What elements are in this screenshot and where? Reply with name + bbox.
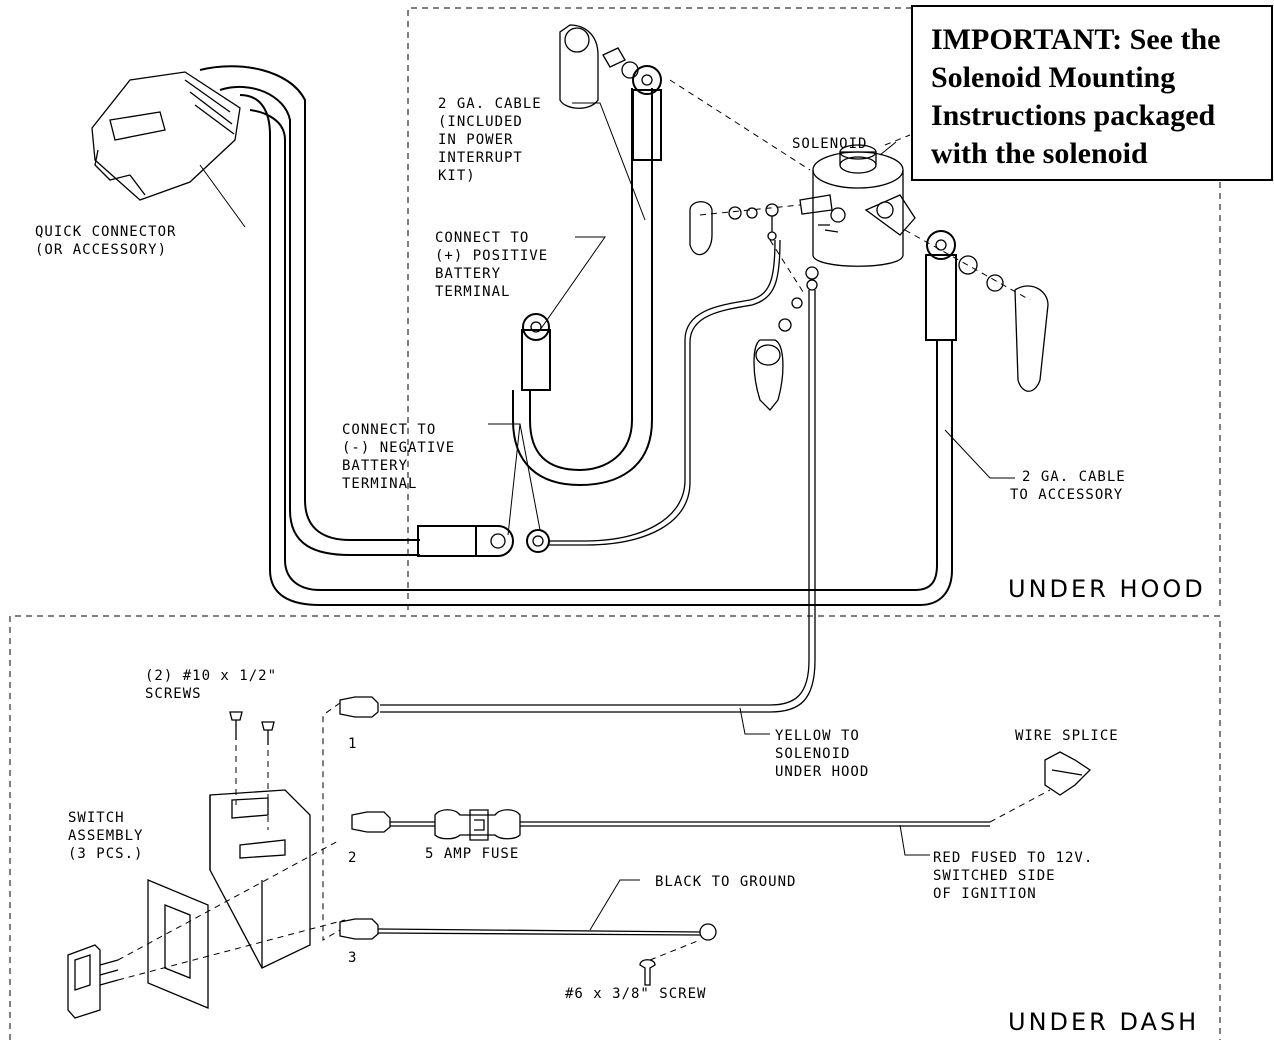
- switch-bezel-icon: [147, 879, 209, 1009]
- accessory-cable-lug: [925, 230, 1049, 392]
- cable-included-line1: 2 GA. CABLE: [438, 96, 542, 112]
- important-note-text: IMPORTANT: See the Solenoid Mounting Ins…: [931, 23, 1221, 170]
- red-line3: OF IGNITION: [933, 886, 1037, 902]
- positive-line2: (+) POSITIVE: [435, 248, 548, 264]
- yellow-wire: [380, 279, 818, 713]
- solenoid-icon: [799, 144, 916, 267]
- terminal-number-1: 1: [348, 736, 357, 752]
- accessory-cable-loops: [199, 65, 953, 606]
- terminal-3: [339, 918, 717, 941]
- ground-ring-terminal: [526, 239, 781, 553]
- terminal-number-2: 2: [348, 850, 357, 866]
- under-hood-zone-border: [407, 7, 1221, 610]
- screw6-label: #6 x 3/8" SCREW: [565, 986, 706, 1002]
- red-line2: SWITCHED SIDE: [933, 868, 1056, 884]
- positive-line4: TERMINAL: [435, 284, 510, 300]
- yellow-line3: UNDER HOOD: [775, 764, 869, 780]
- negative-line4: TERMINAL: [342, 476, 417, 492]
- terminal-boot-top: [559, 24, 639, 109]
- terminal-2: [351, 811, 435, 833]
- black-label: BLACK TO GROUND: [655, 874, 796, 890]
- screws-line1: (2) #10 x 1/2": [145, 668, 277, 684]
- cable-included-line5: KIT): [438, 168, 476, 184]
- cable-included-line4: INTERRUPT: [438, 150, 523, 166]
- cable-included-line2: (INCLUDED: [438, 114, 523, 130]
- positive-line3: BATTERY: [435, 266, 501, 282]
- solenoid-label: SOLENOID: [792, 136, 867, 152]
- leader-lines: [199, 102, 1015, 931]
- switch-line3: (3 PCS.): [68, 846, 143, 862]
- screws-icon: [229, 711, 275, 830]
- yellow-line2: SOLENOID: [775, 746, 850, 762]
- switch-assembly-guides: [117, 839, 346, 981]
- negative-terminal-lug: [417, 525, 514, 557]
- under-dash-zone-border: [9, 615, 1221, 1040]
- fuse-icon: [434, 809, 990, 841]
- under-dash-label: UNDER DASH: [1008, 1008, 1199, 1036]
- switch-line2: ASSEMBLY: [68, 828, 143, 844]
- screws-line2: SCREWS: [145, 686, 202, 702]
- positive-line1: CONNECT TO: [435, 230, 529, 246]
- cable-accessory-line1: 2 GA. CABLE: [1022, 469, 1126, 485]
- hood-assembly-guides: [669, 79, 1031, 301]
- switch-line1: SWITCH: [68, 810, 125, 826]
- rocker-switch-icon: [67, 944, 119, 1019]
- cable-included-line3: IN POWER: [438, 132, 513, 148]
- quick-connector-icon: [91, 71, 241, 201]
- negative-line3: BATTERY: [342, 458, 408, 474]
- important-note-box: IMPORTANT: See the Solenoid Mounting Ins…: [911, 5, 1273, 181]
- screw6-icon: [639, 939, 701, 986]
- red-line1: RED FUSED TO 12V.: [933, 850, 1093, 866]
- wire-splice-label: WIRE SPLICE: [1015, 728, 1119, 744]
- negative-line2: (-) NEGATIVE: [342, 440, 455, 456]
- negative-line1: CONNECT TO: [342, 422, 436, 438]
- terminal-1: [322, 696, 379, 941]
- under-hood-label: UNDER HOOD: [1008, 575, 1206, 603]
- positive-battery-cable: [512, 65, 662, 487]
- cable-accessory-line2: TO ACCESSORY: [1010, 487, 1123, 503]
- yellow-line1: YELLOW TO: [775, 728, 860, 744]
- solenoid-side-hardware: [689, 201, 819, 411]
- switch-housing-icon: [209, 789, 311, 969]
- wire-splice-icon: [989, 751, 1092, 823]
- terminal-number-3: 3: [348, 950, 357, 966]
- quick-connector-sublabel: (OR ACCESSORY): [35, 242, 167, 258]
- quick-connector-label: QUICK CONNECTOR: [35, 224, 176, 240]
- fuse-label: 5 AMP FUSE: [425, 846, 519, 862]
